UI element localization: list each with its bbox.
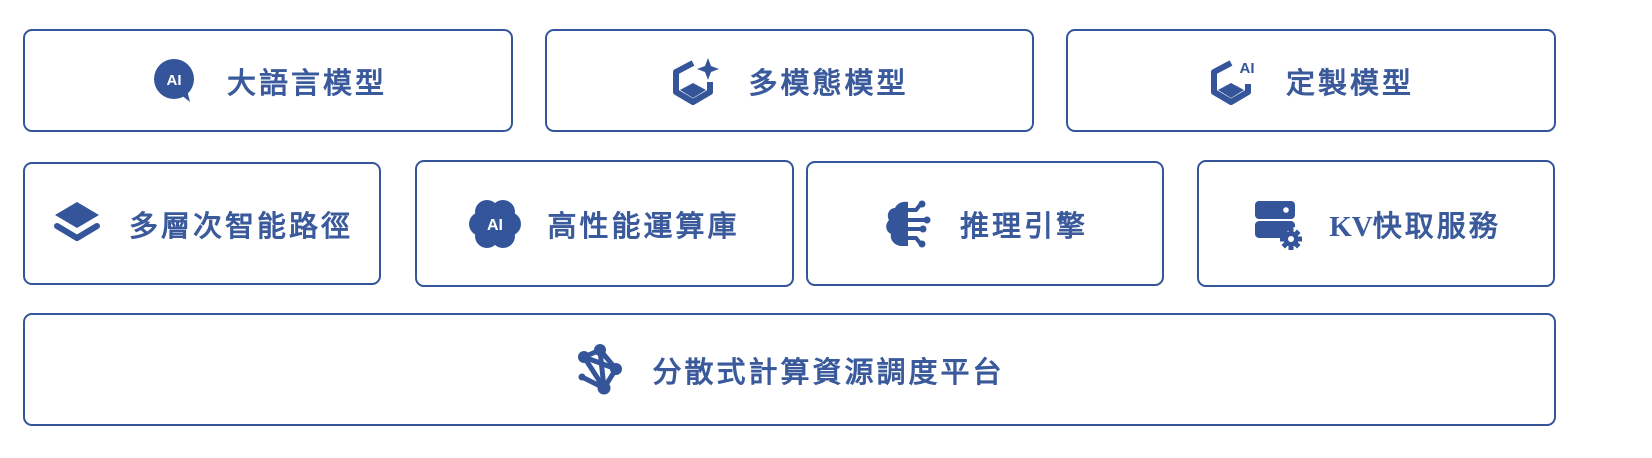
box-label: 高性能運算庫 — [547, 208, 740, 243]
circuit-brain-icon — [882, 198, 934, 250]
scheduler-platform-box: 分散式計算資源調度平台 — [23, 313, 1556, 426]
compute-library-box: AI 高性能運算庫 — [415, 160, 794, 287]
ai-chat-bubble-icon: AI — [149, 55, 201, 107]
box-label: 推理引擎 — [959, 208, 1088, 243]
network-nodes-icon — [574, 343, 626, 396]
custom-model-box: AI 定製模型 — [1066, 29, 1556, 132]
kv-cache-box: KV快取服務 — [1197, 160, 1555, 287]
box-label: 大語言模型 — [226, 65, 387, 100]
multimodal-box: 多模態模型 — [545, 29, 1034, 132]
svg-text:AI: AI — [487, 217, 503, 234]
sparkle-cube-icon — [670, 55, 722, 107]
box-label: 定製模型 — [1285, 65, 1414, 100]
inference-engine-box: 推理引擎 — [806, 161, 1164, 286]
box-label: 分散式計算資源調度平台 — [652, 354, 1005, 389]
ai-cube-icon: AI — [1208, 55, 1260, 107]
box-label: 多層次智能路徑 — [128, 208, 353, 243]
server-gear-icon — [1251, 198, 1303, 250]
svg-text:AI: AI — [1239, 60, 1254, 77]
routing-box: 多層次智能路徑 — [23, 162, 381, 285]
llm-box: AI 大語言模型 — [23, 29, 513, 132]
box-label-latin: KV — [1329, 210, 1373, 243]
box-label: 多模態模型 — [748, 65, 909, 100]
box-label-cjk: 快取服務 — [1372, 208, 1501, 243]
box-label: KV快取服務 — [1329, 203, 1501, 245]
layers-icon — [51, 198, 103, 250]
svg-text:AI: AI — [166, 72, 181, 89]
ai-brain-icon: AI — [469, 198, 522, 250]
